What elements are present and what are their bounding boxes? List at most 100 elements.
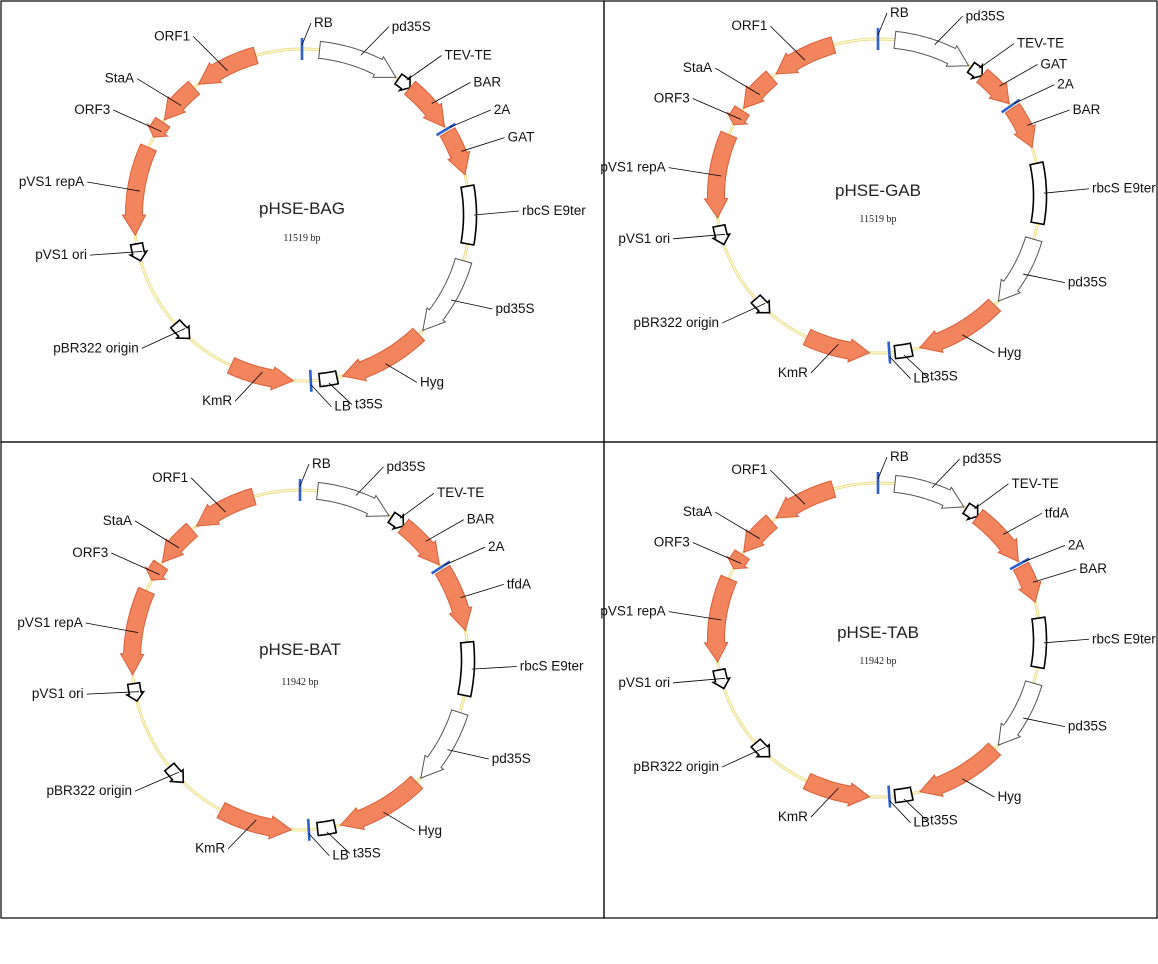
gene-arrow — [146, 116, 171, 138]
feature-orf3: ORF3 — [654, 535, 750, 570]
feature-lb: LB — [306, 818, 349, 863]
small-feature-arrow — [169, 318, 191, 340]
feature-pbr322-origin: pBR322 origin — [46, 762, 185, 798]
terminator-box — [893, 342, 914, 360]
feature-orf1: ORF1 — [731, 18, 837, 75]
feature-tfda: tfdA — [434, 564, 531, 632]
label-leader-line — [227, 819, 257, 850]
feature-pd35s: pd35S — [893, 8, 1005, 67]
feature-tfda: tfdA — [971, 505, 1069, 563]
label-leader-line — [113, 109, 162, 132]
feature-pd35s: pd35S — [997, 236, 1107, 302]
plasmid-title: pHSE-GAB — [835, 181, 921, 200]
feature-label: RB — [890, 449, 909, 464]
feature-rbcs-e9ter: rbcS E9ter — [1030, 616, 1156, 670]
terminator-box — [1029, 161, 1048, 226]
label-leader-line — [431, 82, 471, 104]
label-leader-line — [673, 233, 726, 240]
feature-label: BAR — [473, 74, 501, 89]
feature-label: rbcS E9ter — [522, 203, 586, 218]
feature-label: LB — [913, 815, 930, 830]
label-leader-line — [473, 210, 520, 216]
gene-arrow — [195, 487, 257, 527]
gene-arrow — [743, 514, 779, 553]
feature-staa: StaA — [683, 504, 779, 553]
label-leader-line — [903, 798, 928, 821]
gene-arrow — [775, 480, 837, 519]
border-site-mark — [887, 341, 892, 364]
terminator-box — [893, 786, 914, 804]
label-leader-line — [406, 55, 442, 81]
feature-pvs1-ori: pVS1 ori — [618, 223, 732, 246]
gene-arrow — [918, 742, 1002, 797]
feature-label: pd35S — [392, 19, 431, 34]
feature-rbcs-e9ter: rbcS E9ter — [457, 640, 584, 698]
feature-pbr322-origin: pBR322 origin — [633, 294, 771, 330]
feature-label: BAR — [1073, 102, 1101, 117]
feature-label: GAT — [508, 130, 535, 145]
feature-label: StaA — [683, 60, 712, 75]
border-site-mark — [1000, 98, 1021, 114]
label-leader-line — [962, 778, 995, 798]
feature-orf3: ORF3 — [654, 91, 750, 126]
label-leader-line — [962, 334, 995, 354]
feature-t35s: t35S — [893, 786, 958, 828]
terminator-box — [316, 818, 338, 837]
feature-staa: StaA — [105, 71, 201, 121]
gene-arrow — [144, 559, 169, 581]
label-leader-line — [1043, 638, 1090, 644]
feature-label: RB — [314, 15, 333, 30]
plasmid-size: 11942 bp — [859, 656, 896, 667]
label-leader-line — [141, 328, 186, 349]
label-leader-line — [692, 98, 742, 120]
feature-label: pVS1 ori — [618, 675, 670, 690]
feature-label: pd35S — [1068, 719, 1107, 734]
plasmid-title: pHSE-TAB — [837, 623, 919, 642]
label-leader-line — [425, 519, 465, 542]
label-leader-line — [1023, 544, 1066, 563]
feature-label: ORF3 — [72, 545, 108, 560]
feature-label: rbcS E9ter — [1092, 631, 1156, 646]
label-leader-line — [1013, 84, 1055, 105]
feature-rb: RB — [298, 456, 331, 501]
feature-kmr: KmR — [778, 328, 871, 380]
feature-label: 2A — [1068, 537, 1085, 552]
gene-arrow — [341, 327, 426, 382]
feature-kmr: KmR — [195, 801, 293, 856]
label-leader-line — [770, 469, 806, 505]
label-leader-line — [192, 36, 228, 71]
label-leader-line — [931, 458, 960, 489]
feature-label: pd35S — [963, 451, 1002, 466]
gene-arrow — [1004, 102, 1036, 149]
plasmid-title: pHSE-BAT — [259, 640, 341, 659]
feature-2a: 2A — [1009, 537, 1085, 571]
feature-label: StaA — [683, 504, 712, 519]
label-leader-line — [383, 811, 416, 832]
feature-label: pd35S — [495, 301, 534, 316]
label-leader-line — [668, 611, 722, 621]
label-leader-line — [810, 343, 839, 374]
feature-tev-te: TEV-TE — [393, 48, 492, 92]
feature-label: LB — [332, 848, 349, 863]
label-leader-line — [889, 356, 911, 379]
feature-label: LB — [334, 399, 351, 414]
feature-label: KmR — [202, 393, 232, 408]
feature-label: pVS1 repA — [600, 160, 665, 175]
label-leader-line — [460, 583, 504, 599]
label-leader-line — [355, 466, 384, 496]
gene-arrow — [775, 36, 837, 75]
feature-label: RB — [312, 456, 331, 471]
promoter-arrow — [893, 474, 965, 509]
label-leader-line — [978, 43, 1015, 69]
border-site-mark — [887, 785, 892, 808]
feature-staa: StaA — [683, 60, 779, 109]
feature-kmr: KmR — [202, 357, 295, 408]
label-leader-line — [668, 167, 722, 177]
feature-label: pBR322 origin — [53, 340, 139, 355]
promoter-arrow — [316, 481, 390, 517]
label-leader-line — [714, 511, 760, 539]
label-leader-line — [447, 749, 489, 760]
gene-arrow — [339, 775, 424, 831]
